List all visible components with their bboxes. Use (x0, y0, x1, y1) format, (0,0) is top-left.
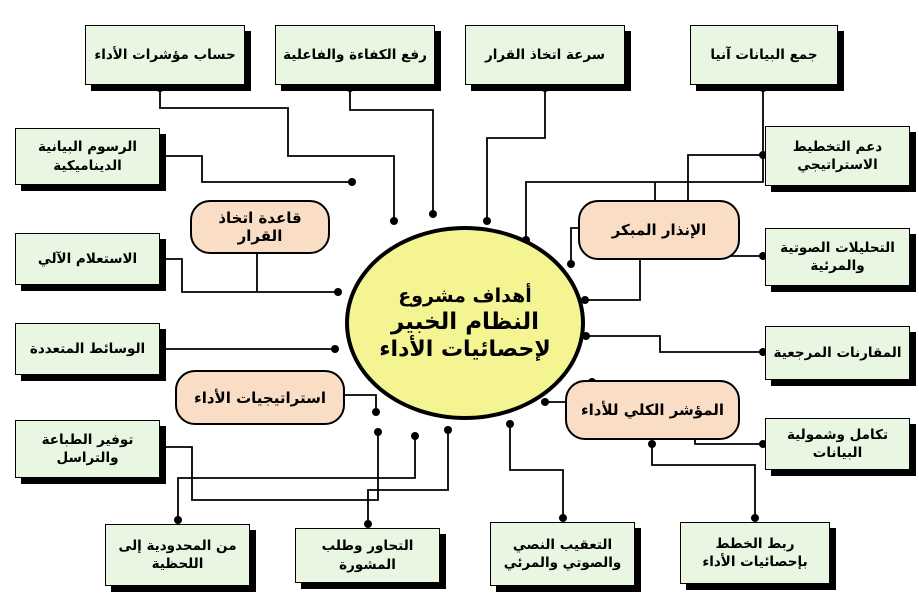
center-title-line2: النظام الخبير (391, 308, 539, 335)
hub-label: قاعدة اتخاذ القرار (218, 209, 302, 245)
goal-box-raise-efficiency: رفع الكفاءة والفاعلية (275, 25, 435, 85)
hub-label: المؤشر الكلي للأداء (580, 401, 725, 419)
hub-decision-base: قاعدة اتخاذ القرار (190, 200, 330, 254)
goal-box-data-integrity: تكامل وشمولية البيانات (765, 418, 910, 470)
goal-box-reference-comparisons: المقارنات المرجعية (765, 326, 910, 380)
goal-label: التحليلات الصوتية والمرئية (780, 239, 895, 274)
goal-box-dynamic-charts: الرسوم البيانية الديناميكية (15, 128, 160, 185)
goal-box-strategic-planning-support: دعم التخطيط الاستراتيجي (765, 126, 910, 186)
goal-box-limited-to-instant: من المحدودية إلى اللحظية (105, 524, 250, 586)
goal-box-dialogue-advice: التحاور وطلب المشورة (295, 528, 440, 583)
goal-label: تكامل وشمولية البيانات (786, 426, 889, 461)
goal-label: الرسوم البيانية الديناميكية (38, 139, 137, 174)
goal-label: المقارنات المرجعية (773, 344, 902, 361)
goal-box-audio-visual-analytics: التحليلات الصوتية والمرئية (765, 228, 910, 286)
goal-label: توفير الطباعة والتراسل (41, 431, 134, 466)
goal-label: الاستعلام الآلي (37, 250, 138, 267)
hub-label: الإنذار المبكر (611, 221, 707, 239)
center-title-line1: أهداف مشروع (398, 284, 532, 307)
goal-label: ربط الخطط بإحصائيات الأداء (702, 535, 808, 570)
goal-label: التحاور وطلب المشورة (321, 538, 414, 573)
goal-label: من المحدودية إلى اللحظية (118, 537, 237, 572)
goal-label: التعقيب النصي والصوتي والمرئي (503, 536, 622, 571)
hub-overall-performance-indicator: المؤشر الكلي للأداء (565, 380, 740, 440)
goal-label: رفع الكفاءة والفاعلية (283, 46, 427, 63)
goal-label: الوسائط المتعددة (29, 340, 146, 357)
goal-box-text-audio-visual-annotation: التعقيب النصي والصوتي والمرئي (490, 522, 635, 586)
center-title-line3: لإحصائيات الأداء (379, 336, 551, 362)
hub-label: استراتيجيات الأداء (194, 388, 326, 407)
goal-label: دعم التخطيط الاستراتيجي (792, 138, 883, 173)
hub-performance-strategies: استراتيجيات الأداء (175, 370, 345, 425)
connector-endpoint-dots (156, 84, 767, 528)
goal-box-decision-speed: سرعة اتخاذ القرار (465, 25, 625, 85)
center-ellipse-project-goals: أهداف مشروع النظام الخبير لإحصائيات الأد… (345, 226, 585, 420)
goal-box-realtime-data-collection: جمع البيانات آنيا (690, 25, 838, 85)
hub-early-warning: الإنذار المبكر (578, 200, 740, 260)
goal-box-printing-messaging: توفير الطباعة والتراسل (15, 420, 160, 478)
goal-box-calc-performance-indicators: حساب مؤشرات الأداء (85, 25, 245, 85)
goal-box-automatic-query: الاستعلام الآلي (15, 233, 160, 285)
goal-label: سرعة اتخاذ القرار (484, 46, 606, 63)
goal-label: حساب مؤشرات الأداء (94, 46, 236, 63)
goal-label: جمع البيانات آنيا (710, 46, 818, 63)
goal-box-multimedia: الوسائط المتعددة (15, 323, 160, 375)
goal-box-link-plans-to-statistics: ربط الخطط بإحصائيات الأداء (680, 522, 830, 584)
